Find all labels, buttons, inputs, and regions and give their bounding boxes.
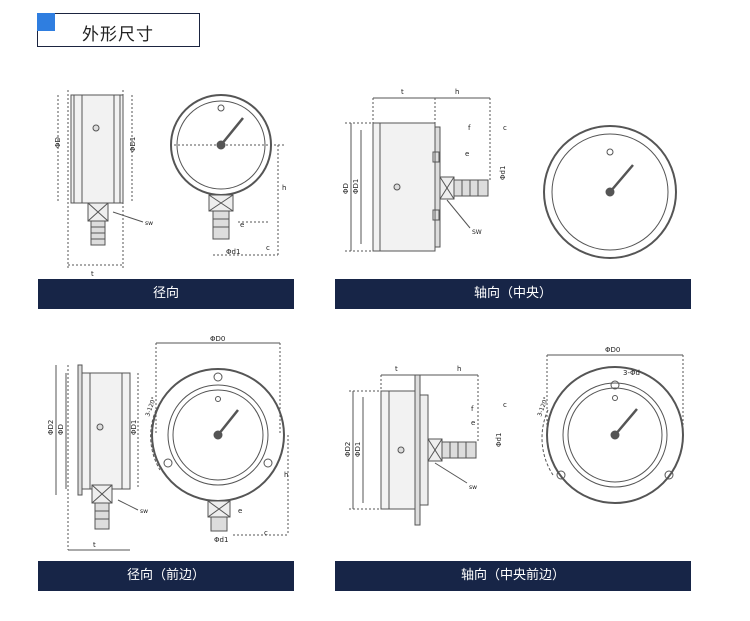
diagram-radial-flange: ΦD0 3-120° ΦD2 ΦD ΦD1 t sw h e c Φd1 (47, 335, 289, 551)
label-sw: sw (140, 508, 148, 515)
caption-axial-flange: 轴向（中央前边） (335, 561, 691, 591)
label-t: t (401, 88, 404, 96)
diagram-axial-center: t h f c e Φd1 ΦD ΦD1 SW (342, 88, 677, 259)
label-d0: ΦD0 (210, 335, 225, 343)
label-d1: Φd1 (495, 433, 503, 447)
diagram-axial-flange: ΦD0 3-Φd 3-120° t h f c e Φd1 ΦD2 ΦD1 sw (344, 346, 684, 526)
label-e: e (240, 221, 244, 229)
label-d0: ΦD0 (605, 346, 620, 354)
label-f: f (468, 124, 471, 132)
label-c: c (266, 244, 270, 252)
label-c: c (503, 124, 507, 132)
caption-radial-flange: 径向（前边） (38, 561, 294, 591)
label-t: t (395, 365, 398, 373)
label-sw: sw (145, 220, 153, 227)
label-d1-small: Φd1 (226, 248, 240, 256)
label-h: h (284, 471, 288, 479)
diagram-radial: ΦD ΦD1 t sw h e c Φd1 (54, 90, 286, 278)
label-t: t (93, 541, 96, 549)
label-d1-large: ΦD1 (130, 420, 138, 435)
label-d: ΦD (54, 137, 62, 148)
section-title: 外形尺寸 (82, 25, 154, 45)
accent-square (37, 13, 55, 31)
label-3d: 3-Φd (623, 369, 640, 377)
label-angle: 3-120° (536, 396, 550, 418)
label-e: e (465, 150, 469, 158)
label-h: h (455, 88, 459, 96)
label-d2: ΦD2 (344, 442, 352, 457)
label-d: ΦD (342, 183, 350, 194)
label-e: e (238, 507, 242, 515)
label-d1-large: ΦD1 (352, 179, 360, 194)
label-d: ΦD (57, 424, 65, 435)
label-sw: sw (469, 484, 477, 491)
caption-radial: 径向 (38, 279, 294, 309)
label-sw: SW (472, 229, 482, 236)
section-header: 外形尺寸 (37, 13, 200, 47)
label-d2: ΦD2 (47, 420, 55, 435)
label-c: c (503, 401, 507, 409)
label-h: h (282, 184, 286, 192)
label-c: c (264, 529, 268, 537)
label-t: t (91, 270, 94, 278)
label-d1: Φd1 (499, 166, 507, 180)
label-f: f (471, 405, 474, 413)
label-d1: ΦD1 (129, 137, 137, 152)
label-d1: Φd1 (214, 536, 228, 544)
caption-axial-center: 轴向（中央） (335, 279, 691, 309)
label-e: e (471, 419, 475, 427)
label-d1-large: ΦD1 (354, 442, 362, 457)
label-h: h (457, 365, 461, 373)
